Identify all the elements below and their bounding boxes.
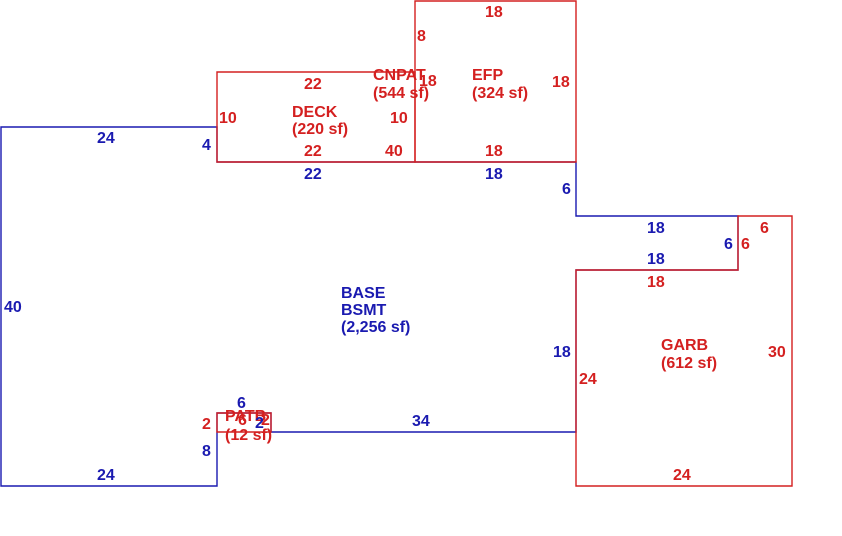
dim-base-step-up: 4 (202, 137, 211, 154)
dim-efp-top: 18 (485, 4, 503, 21)
dim-patb-top: 6 (238, 412, 247, 429)
dim-deck-bottom: 22 (304, 143, 322, 160)
dim-base-top-mid: 22 (304, 166, 322, 183)
patb-name-label: PATB (225, 408, 266, 425)
garb-name-label: GARB (661, 337, 708, 354)
dim-garb-corner-top: 6 (760, 220, 769, 237)
dim-deck-top: 22 (304, 76, 322, 93)
dim-base-patio-gap: 2 (255, 415, 264, 432)
dim-base-notch-right: 6 (724, 236, 733, 253)
dim-patb-right: 2 (261, 412, 270, 429)
dim-base-right-step: 6 (562, 181, 571, 198)
deck-area-label: (220 sf) (292, 121, 348, 138)
dim-efp-right: 18 (552, 74, 570, 91)
base-name-label: BASE (341, 285, 386, 302)
dim-base-bottom-left: 24 (97, 467, 115, 484)
cnpat-area-label: (544 sf) (373, 85, 429, 102)
dim-base-right-lower: 18 (553, 344, 571, 361)
dim-deck-left: 10 (219, 110, 237, 127)
dim-cnpat-bottom: 40 (385, 143, 403, 160)
efp-outline (414, 0, 577, 163)
efp-area-label: (324 sf) (472, 85, 528, 102)
dim-garb-top: 18 (647, 274, 665, 291)
dim-base-notch-bottom: 18 (647, 251, 665, 268)
cnpat-name-label: CNPAT (373, 67, 426, 84)
garb-area-label: (612 sf) (661, 355, 717, 372)
efp-name-label: EFP (472, 67, 503, 84)
dim-efp-bottom: 18 (485, 143, 503, 160)
dim-base-top-left: 24 (97, 130, 115, 147)
patb-outline (216, 412, 272, 433)
dim-garb-left: 24 (579, 371, 597, 388)
dim-base-patio-top: 6 (237, 395, 246, 412)
dim-base-patio-side: 8 (202, 443, 211, 460)
deck-name-label: DECK (292, 104, 338, 121)
garb-outline (575, 215, 793, 487)
dim-efp-left: 8 (417, 28, 426, 45)
dim-garb-right: 30 (768, 344, 786, 361)
dim-patb-left: 2 (202, 416, 211, 433)
dim-base-top-right: 18 (485, 166, 503, 183)
dim-garb-corner-side: 6 (741, 236, 750, 253)
base-sub-label: BSMT (341, 302, 387, 319)
dim-garb-bottom: 24 (673, 467, 691, 484)
dim-deck-right: 10 (390, 110, 408, 127)
dim-base-bottom-right: 34 (412, 413, 430, 430)
dim-base-left: 40 (4, 299, 22, 316)
dim-cnpat-side: 18 (419, 73, 437, 90)
base-area-label: (2,256 sf) (341, 319, 410, 336)
dim-base-notch-top: 18 (647, 220, 665, 237)
patb-area-label: (12 sf) (225, 427, 272, 444)
